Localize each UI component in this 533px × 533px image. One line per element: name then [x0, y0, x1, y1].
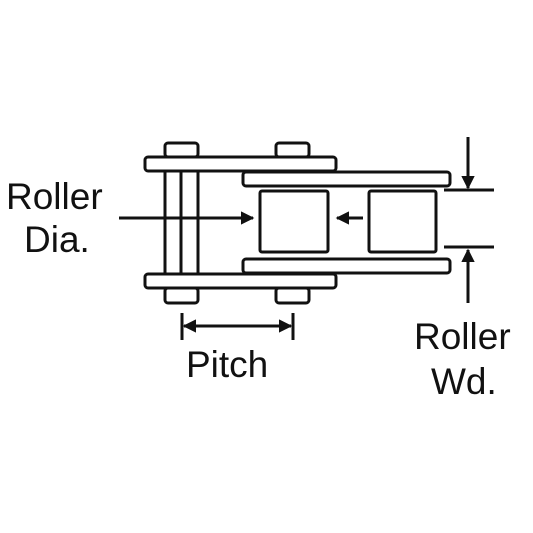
roller-plate-bottom [241, 257, 452, 275]
pin-head-top-right [274, 141, 311, 159]
roller-wd-label-line1: Roller [414, 316, 511, 357]
pitch-label: Pitch [186, 344, 269, 385]
roller-dia-label-line2: Dia. [24, 219, 90, 260]
pin-plate-top [143, 155, 338, 173]
roller-plate-top [241, 170, 452, 188]
pin-plate-bottom [143, 272, 338, 290]
pin-head-bottom-right [274, 286, 311, 305]
roller-wd-label-line2: Wd. [431, 361, 497, 402]
roller-left [258, 189, 330, 254]
pin-head-bottom-left [163, 286, 200, 305]
pin-head-top-left [163, 141, 200, 159]
roller-right [367, 189, 438, 254]
roller-dia-label-line1: Roller [6, 176, 103, 217]
